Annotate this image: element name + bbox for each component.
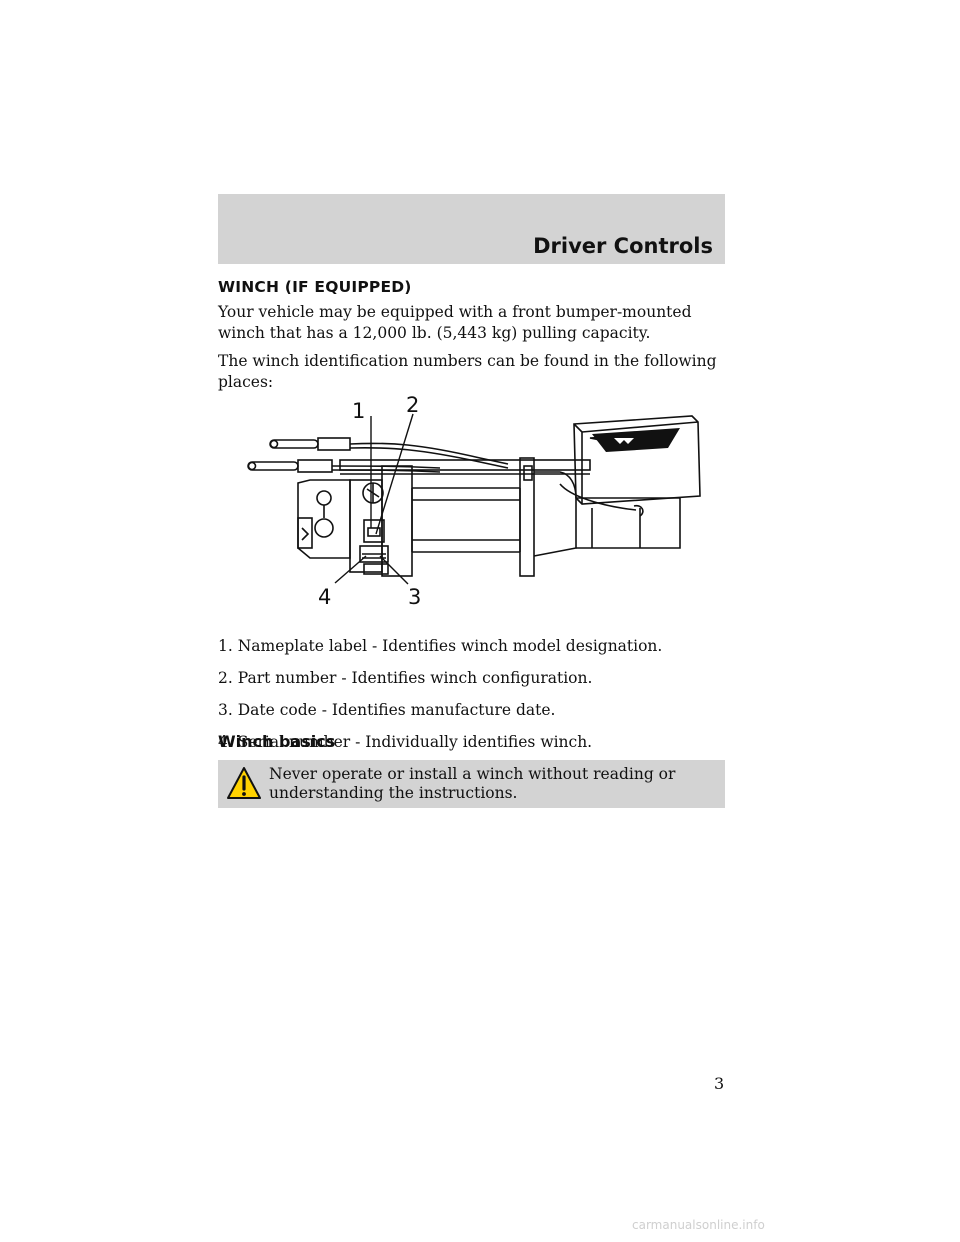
end-bracket	[381, 465, 413, 577]
motor-housing	[533, 471, 681, 557]
winch-basics-heading: Winch basics	[218, 732, 336, 751]
watermark: carmanualsonline.info	[632, 1218, 765, 1232]
location-paragraph: The winch identification numbers can be …	[218, 352, 717, 391]
section-heading: WINCH (IF EQUIPPED)	[218, 278, 412, 296]
tie-bracket	[519, 457, 535, 577]
legend-item-2: 2. Part number - Identifies winch config…	[218, 669, 593, 687]
warning-text: Never operate or install a winch without…	[269, 765, 676, 802]
winch-drum	[411, 487, 521, 553]
callout-4: 4	[318, 585, 331, 609]
winch-diagram: 1 2 3 4	[247, 393, 701, 609]
identification-legend: 1. Nameplate label - Identifies winch mo…	[218, 636, 725, 764]
warning-box: Never operate or install a winch without…	[218, 760, 725, 808]
page-number: 3	[714, 1074, 725, 1093]
legend-item-4: 4. Serial number - Individually identifi…	[218, 733, 593, 751]
callout-leaders	[334, 413, 414, 585]
w-logo	[592, 428, 680, 452]
control-box	[573, 415, 701, 505]
intro-paragraph: Your vehicle may be equipped with a fron…	[218, 303, 692, 342]
legend-item-1: 1. Nameplate label - Identifies winch mo…	[218, 637, 663, 655]
legend-item-3: 3. Date code - Identifies manufacture da…	[218, 701, 556, 719]
header-band: Driver Controls	[218, 194, 725, 264]
warning-triangle-icon	[227, 767, 261, 799]
callout-1: 1	[352, 399, 365, 423]
cable-upper	[269, 437, 509, 469]
label-panel	[359, 482, 389, 575]
callout-3: 3	[408, 585, 421, 609]
header-title: Driver Controls	[533, 234, 713, 258]
tie-bar	[339, 459, 591, 471]
callout-2: 2	[406, 393, 419, 417]
